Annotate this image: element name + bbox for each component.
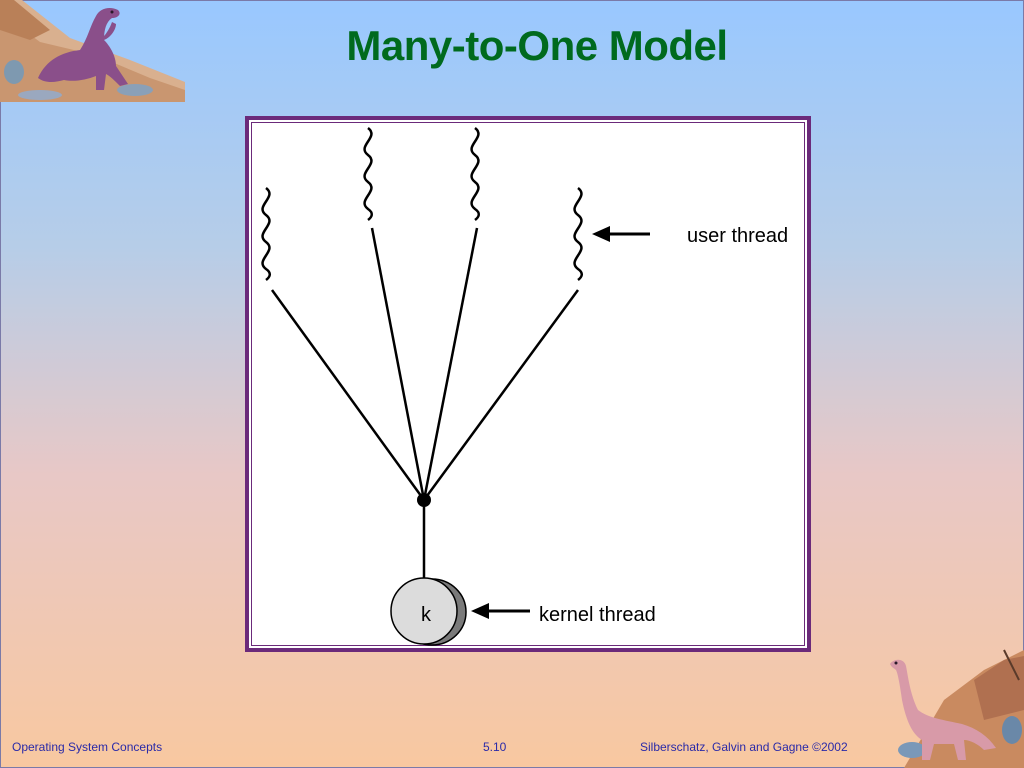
dinosaur-top-left-illustration xyxy=(0,0,185,102)
footer-course-name: Operating System Concepts xyxy=(12,740,163,754)
mapping-line-4 xyxy=(422,289,580,501)
kernel-thread-letter: k xyxy=(421,604,432,626)
user-thread-1-squiggle xyxy=(261,187,271,281)
user-thread-label: user thread xyxy=(687,225,788,247)
user-thread-arrowhead xyxy=(592,226,610,242)
slide-title: Many-to-One Model xyxy=(346,22,728,69)
kernel-thread-disk xyxy=(390,577,458,645)
user-thread-4-squiggle xyxy=(573,187,583,281)
footer-page-number: 5.10 xyxy=(483,740,507,754)
dinosaur-bottom-right-illustration xyxy=(890,649,1024,768)
user-thread-3-squiggle xyxy=(470,127,480,221)
mapping-line-2 xyxy=(370,227,426,501)
kernel-thread-arrowhead xyxy=(471,603,489,619)
footer-copyright: Silberschatz, Galvin and Gagne ©2002 xyxy=(640,740,848,754)
mapping-line-3 xyxy=(422,227,479,501)
mapping-line-1 xyxy=(270,289,426,501)
diagram-inner-border xyxy=(251,122,805,646)
kernel-thread-label: kernel thread xyxy=(539,604,656,626)
user-thread-2-squiggle xyxy=(363,127,373,221)
